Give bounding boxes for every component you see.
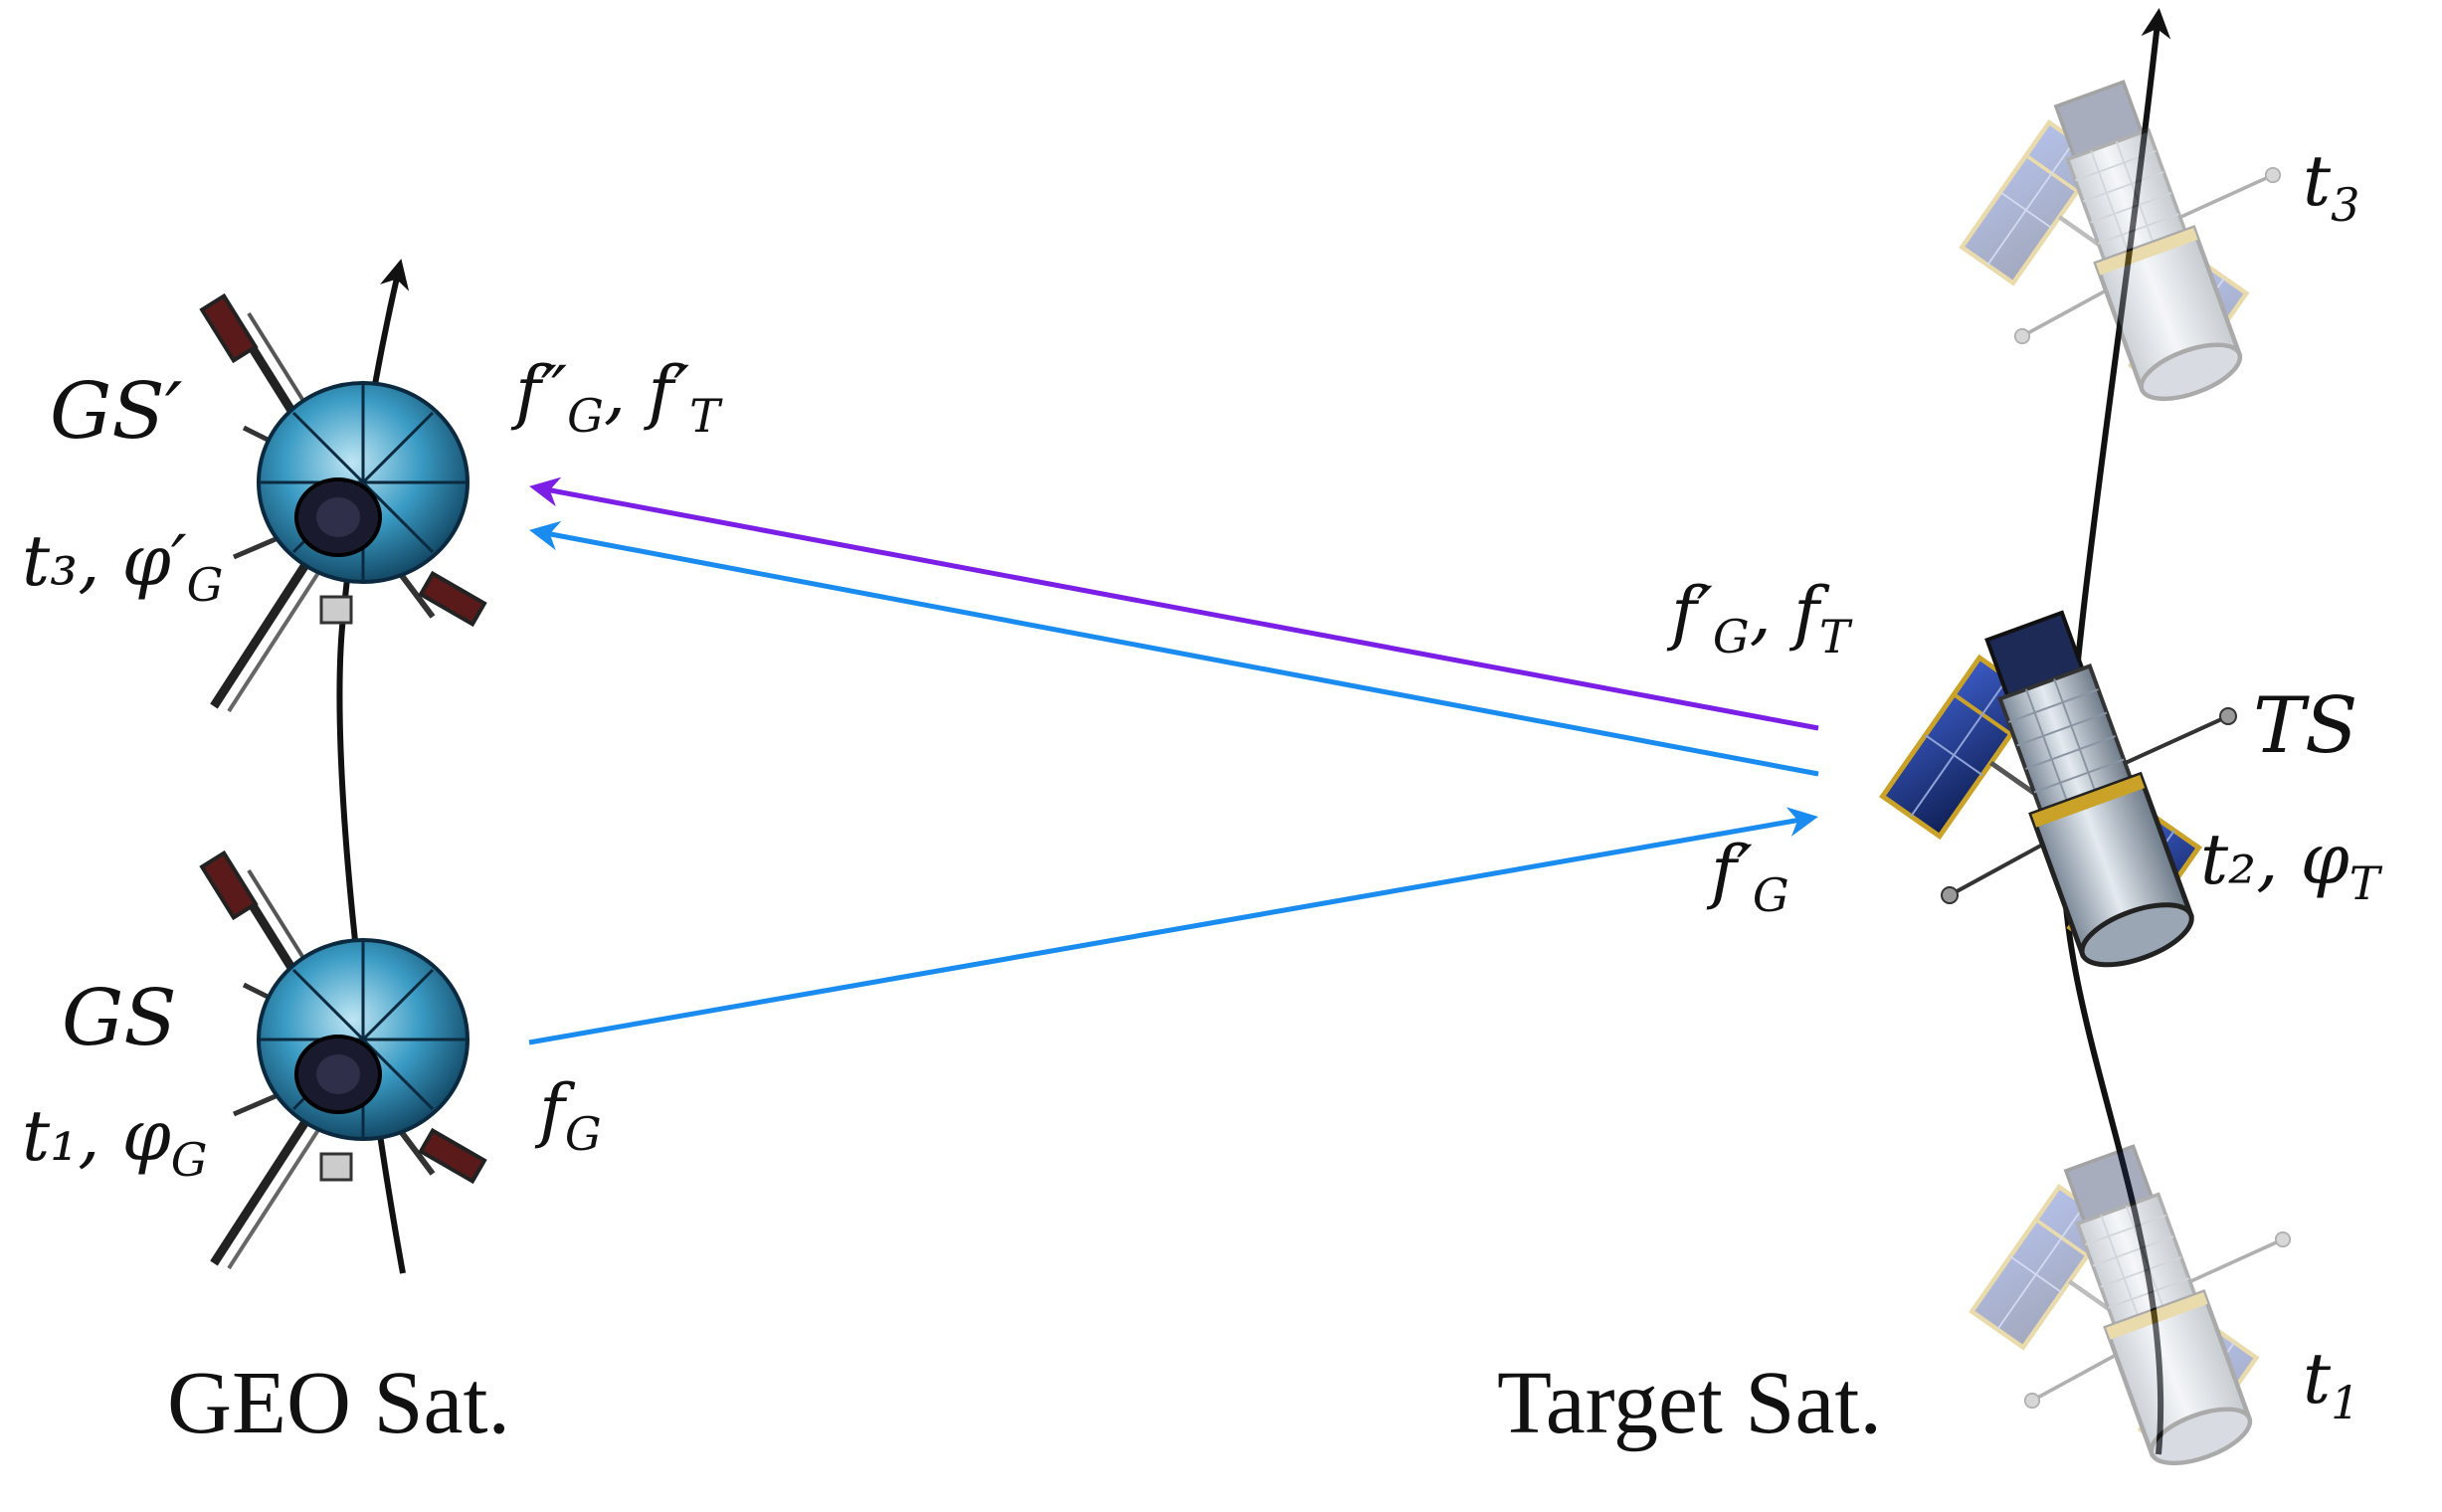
ts-label: TS [2253,681,2357,771]
geo-caption: GEO Sat. [167,1354,510,1452]
gs-label: GS [62,974,177,1063]
gs-prime-label: GS′ [50,367,183,457]
target-t1-label: t1 [2303,1338,2359,1429]
target-caption: Target Sat. [1497,1354,1882,1452]
target-satellite-t3-icon [1962,77,2280,410]
target-t3-label: t3 [2303,140,2359,232]
geo-satellite-t1-icon [202,853,484,1268]
gs-time-label: t₁, φG [22,1095,207,1187]
target-satellite-t1-icon [1972,1141,2290,1474]
downlink-blue-arrow [529,520,1819,777]
return-freq-label-a: f′G, fT [1666,572,1853,663]
uplink-freq-label: fG [534,1069,602,1161]
uplink-arrow [528,807,1818,1045]
uplink-freq-received-label: f′G [1706,831,1789,922]
target-satellite-t2-icon [1883,607,2236,977]
return-freq-label-b: f″G, f′T [510,351,723,443]
gs-prime-time-label: t₃, φ′G [22,520,223,612]
downlink-purple-arrow [529,476,1819,731]
ts-time-label: t₂, φT [2200,819,2383,910]
